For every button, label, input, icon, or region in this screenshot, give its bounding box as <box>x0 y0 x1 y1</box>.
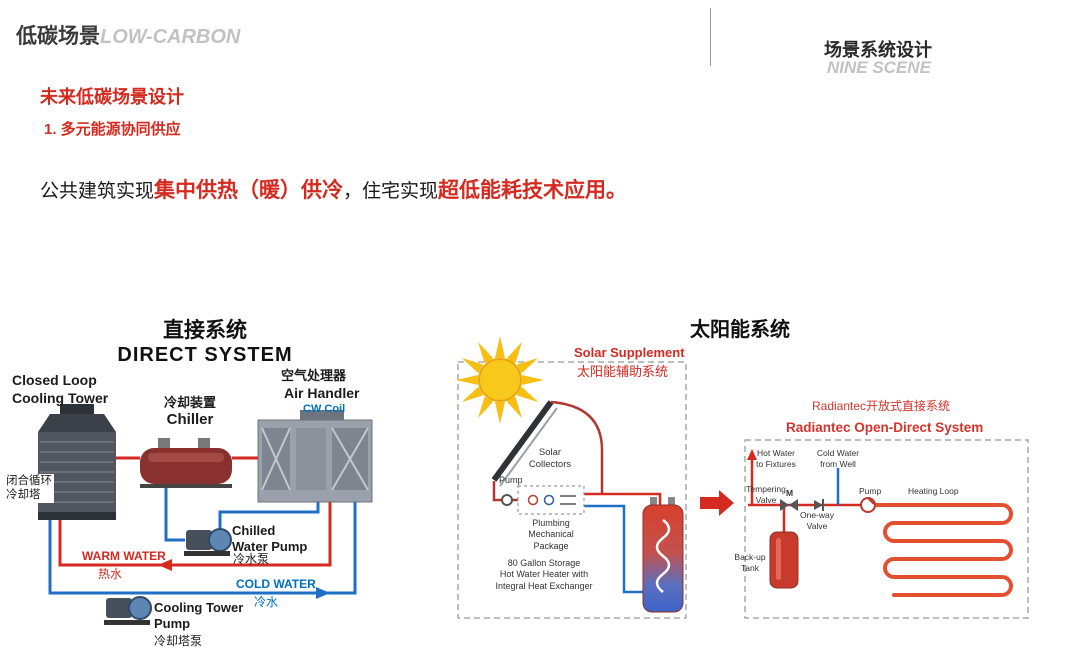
body-sentence: 公共建筑实现集中供热（暖）供冷，住宅实现超低能耗技术应用。 <box>40 178 627 204</box>
plumbing-package-graphic <box>517 485 585 515</box>
solar-system-title: 太阳能系统 <box>690 319 790 341</box>
direct-system-title-cn: 直接系统 <box>163 319 247 342</box>
cooling-tower-label-cn: 闭合循环 冷却塔 <box>4 474 54 503</box>
cold-water-label-cn: 冷水 <box>254 595 279 609</box>
air-handler-graphic <box>257 410 373 503</box>
header-right-en: NINE SCENE <box>827 58 931 77</box>
solar-collector-graphic <box>491 400 558 487</box>
direct-system-title-en: DIRECT SYSTEM <box>117 344 293 366</box>
valve-m-label: M <box>786 488 794 498</box>
direct-system-pipes <box>48 456 357 599</box>
radiantec-label-cn: Radiantec开放式直接系统 <box>812 399 951 413</box>
one-way-valve-label: One-way Valve <box>799 510 834 531</box>
solar-collectors-label: Solar Collectors <box>528 447 572 470</box>
radiantec-box <box>744 439 1029 619</box>
chilled-pump-label: Chilled Water Pump <box>232 523 308 555</box>
tower-pump-label-cn: 冷却塔泵 <box>154 634 203 648</box>
cold-water-label: COLD WATER <box>236 577 316 591</box>
section-title-cn: 低碳场景 <box>16 25 100 48</box>
chilled-pump-label-cn: 冷水泵 <box>233 552 270 566</box>
flow-arrow-icon <box>700 490 734 516</box>
chiller-label-en: Chiller <box>166 411 214 428</box>
warm-water-label-cn: 热水 <box>98 567 123 581</box>
page-subtitle: 1. 多元能源协同供应 <box>44 121 181 138</box>
backup-tank-label: Back-up Tank <box>734 552 766 573</box>
body-highlight1: 集中供热（暖）供冷 <box>154 179 344 202</box>
cooling-tower-pump-graphic <box>104 596 152 625</box>
cold-water-well-label: Cold Water from Well <box>816 448 860 469</box>
radiantec-pipes <box>747 449 1014 597</box>
header-divider <box>710 8 711 66</box>
warm-water-label: WARM WATER <box>82 549 166 563</box>
page-title: 未来低碳场景设计 <box>40 87 184 107</box>
solar-supplement-label-en: Solar Supplement <box>574 345 685 360</box>
tempering-valve-graphic <box>780 499 798 511</box>
sun-icon <box>456 336 544 424</box>
chiller-label-cn: 冷却装置 <box>163 395 216 410</box>
solar-supplement-label-cn: 太阳能辅助系统 <box>577 364 669 379</box>
loop-pump-graphic <box>860 497 876 513</box>
header-left: 低碳场景LOW-CARBON <box>16 20 240 50</box>
pump-right-label: Pump <box>859 486 882 496</box>
solar-supplement-box <box>457 361 687 619</box>
air-handler-label-cn: 空气处理器 <box>281 368 347 383</box>
tempering-valve-label: Tempering Valve <box>746 484 786 505</box>
cooling-tower-label: Closed Loop Cooling Tower <box>12 372 109 406</box>
heating-loop-coil <box>872 503 1014 597</box>
body-highlight2: 超低能耗技术应用。 <box>438 179 628 202</box>
storage-heater-label: 80 Gallon Storage Hot Water Heater with … <box>495 558 593 591</box>
body-part2: ，住宅实现 <box>343 181 439 202</box>
heating-loop-label: Heating Loop <box>908 486 959 496</box>
chilled-water-pump-graphic <box>184 528 232 556</box>
tower-pump-label: Cooling Tower Pump <box>154 600 244 632</box>
body-part1: 公共建筑实现 <box>40 181 155 202</box>
radiantec-label-en: Radiantec Open-Direct System <box>786 420 984 435</box>
cw-coil-label: CW Coil <box>303 403 346 415</box>
backup-tank-graphic <box>769 531 799 589</box>
storage-tank-graphic <box>642 497 684 613</box>
chiller-graphic <box>140 438 232 488</box>
header-right-cn: 场景系统设计 <box>824 40 932 60</box>
one-way-valve-graphic <box>814 499 824 511</box>
collector-pump-graphic <box>501 494 513 506</box>
air-handler-label-en: Air Handler <box>284 385 360 401</box>
plumbing-package-label: Plumbing Mechanical Package <box>528 518 574 551</box>
hot-water-fixtures-label: Hot Water to Fixtures <box>756 448 796 469</box>
pump-left-label: Pump <box>499 475 523 485</box>
section-title-en: LOW-CARBON <box>100 26 241 48</box>
